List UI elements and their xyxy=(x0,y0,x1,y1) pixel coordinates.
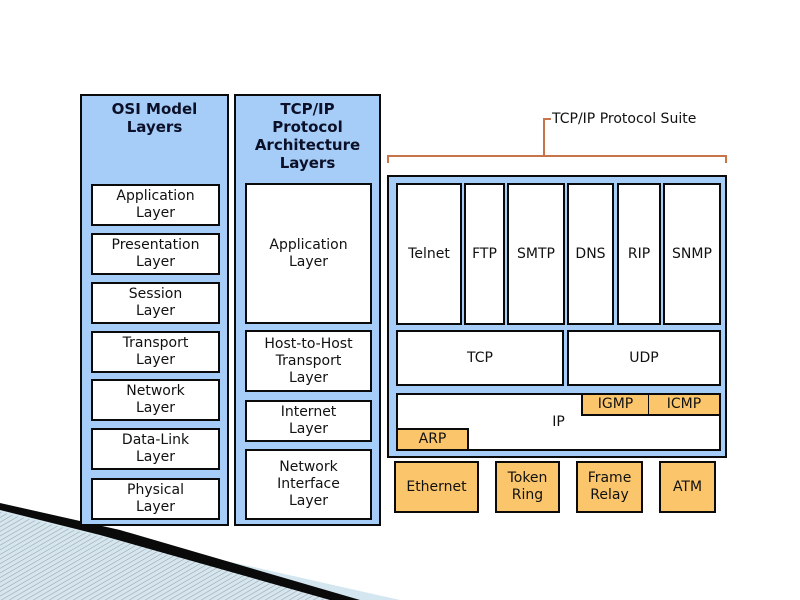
protocol-icmp: ICMP xyxy=(648,393,721,416)
osi-layer-transport: Transport Layer xyxy=(91,331,220,373)
bracket-stem xyxy=(543,118,551,155)
osi-layer-session: Session Layer xyxy=(91,282,220,324)
osi-layer-data-link: Data-Link Layer xyxy=(91,428,220,470)
protocol-smtp: SMTP xyxy=(507,183,565,325)
osi-layer-physical: Physical Layer xyxy=(91,478,220,520)
protocol-ip-label: IP xyxy=(552,413,565,430)
protocol-rip: RIP xyxy=(617,183,661,325)
tcpip-layer-network-interface: Network Interface Layer xyxy=(245,449,372,520)
protocol-telnet: Telnet xyxy=(396,183,462,325)
tcpip-architecture-panel: TCP/IP Protocol Architecture Layers Appl… xyxy=(234,94,381,526)
protocol-udp: UDP xyxy=(567,330,721,386)
protocol-suite-title: TCP/IP Protocol Suite xyxy=(552,111,697,127)
osi-model-title: OSI Model Layers xyxy=(111,100,198,136)
protocol-frame-relay: Frame Relay xyxy=(576,461,643,513)
tcpip-architecture-title: TCP/IP Protocol Architecture Layers xyxy=(254,100,361,172)
osi-layer-network: Network Layer xyxy=(91,379,220,421)
protocol-arp: ARP xyxy=(396,428,469,451)
osi-model-panel: OSI Model Layers Application Layer Prese… xyxy=(80,94,229,526)
protocol-atm: ATM xyxy=(659,461,716,513)
tcpip-layer-internet: Internet Layer xyxy=(245,400,372,442)
protocol-tcp: TCP xyxy=(396,330,564,386)
protocol-ethernet: Ethernet xyxy=(394,461,479,513)
osi-layer-application: Application Layer xyxy=(91,184,220,226)
protocol-suite-panel: Telnet FTP SMTP DNS RIP SNMP TCP UDP IP … xyxy=(387,175,727,458)
protocol-suite-bracket xyxy=(387,155,727,163)
protocol-token-ring: Token Ring xyxy=(495,461,560,513)
osi-layer-presentation: Presentation Layer xyxy=(91,233,220,275)
tcpip-layer-host-to-host-transport: Host-to-Host Transport Layer xyxy=(245,330,372,392)
protocol-igmp: IGMP xyxy=(581,393,649,416)
tcpip-layer-application: Application Layer xyxy=(245,183,372,324)
protocol-dns: DNS xyxy=(567,183,614,325)
protocol-snmp: SNMP xyxy=(663,183,721,325)
protocol-ftp: FTP xyxy=(464,183,505,325)
swoosh-black-line xyxy=(0,503,360,600)
